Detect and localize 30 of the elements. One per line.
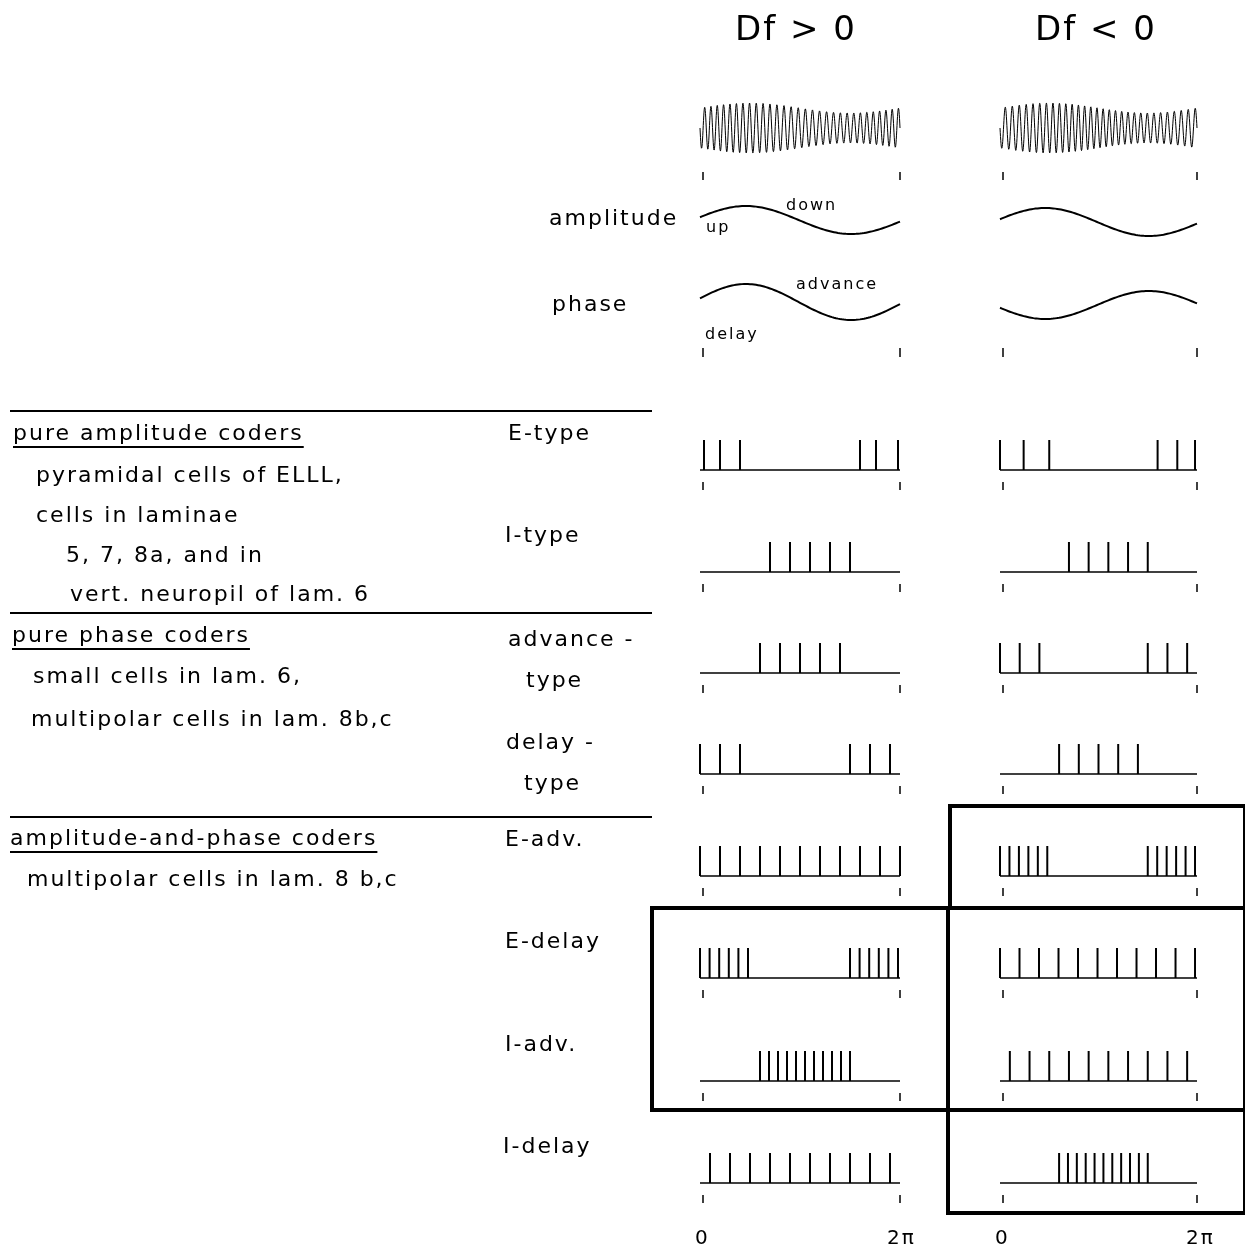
row-label: I-type [505,522,581,549]
row-label: delay -type [506,728,597,797]
wave-annotation: advance [796,274,878,294]
row-label: E-adv. [505,826,585,853]
wave-annotation: delay [705,324,759,344]
group-heading: pure amplitude coders [13,420,304,447]
cell-description: multipolar cells in lam. 8b,c [31,706,394,733]
tick-label: 2π [887,1225,916,1249]
group-heading: pure phase coders [12,622,250,649]
cell-description: 5, 7, 8a, and in [66,542,264,569]
row-label: advance -type [508,625,636,694]
row-label: E-type [508,420,591,447]
wave-annotation: down [786,195,838,215]
cell-description: multipolar cells in lam. 8 b,c [27,866,399,893]
group-heading: amplitude-and-phase coders [10,825,378,852]
cell-description: cells in laminae [36,502,240,529]
wave-annotation: up [706,217,731,237]
row-label: E-delay [505,928,601,955]
axis-label: amplitude [549,205,679,232]
cell-description: small cells in lam. 6, [33,663,302,690]
cell-description: pyramidal cells of ELLL, [36,462,344,489]
tick-label: 0 [695,1225,710,1249]
cell-description: vert. neuropil of lam. 6 [70,581,371,608]
tick-label: 0 [995,1225,1010,1249]
row-label: I-delay [503,1133,592,1160]
row-label: I-adv. [505,1031,578,1058]
axis-label: phase [552,291,629,318]
tick-label: 2π [1186,1225,1215,1249]
column-heading: Df < 0 [1035,8,1157,49]
column-heading: Df > 0 [735,8,857,49]
